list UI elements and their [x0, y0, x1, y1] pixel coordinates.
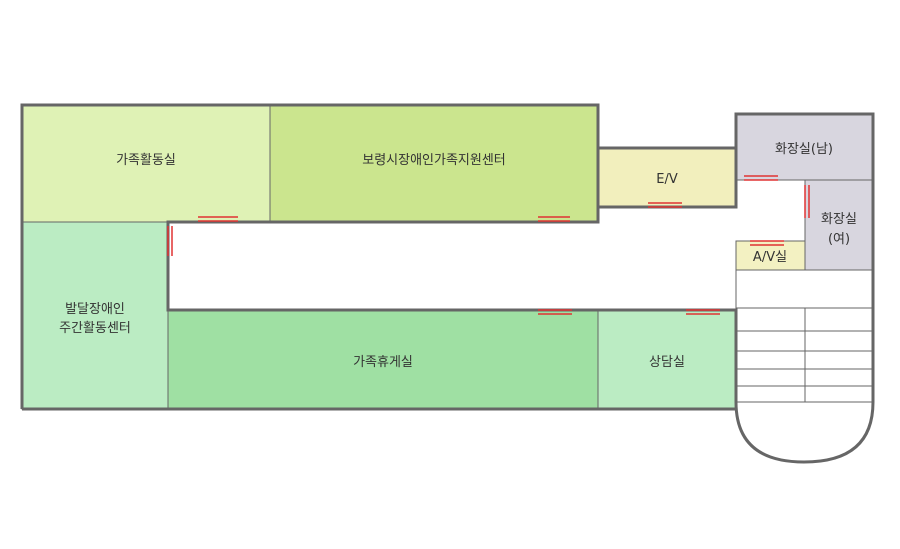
support-center-room[interactable]: [269, 104, 599, 223]
family-activity-room[interactable]: [21, 104, 271, 223]
restroom-female-sublabel: (여): [828, 232, 850, 247]
elevator-label: E/V: [656, 172, 678, 187]
family-lounge-room[interactable]: [167, 309, 599, 410]
stairwell: [735, 269, 874, 403]
family-activity-label: 가족활동실: [116, 153, 176, 168]
restroom-male-label: 화장실(남): [775, 142, 833, 157]
dev-center-room[interactable]: [21, 221, 169, 410]
av-room[interactable]: [735, 240, 806, 271]
counseling-label: 상담실: [649, 355, 685, 370]
restroom-male[interactable]: [735, 113, 874, 181]
family-lounge-label: 가족휴게실: [353, 355, 413, 370]
dev-center-label: 발달장애인: [65, 302, 125, 317]
restroom-female-label: 화장실: [821, 212, 857, 227]
door-marks: [167, 175, 810, 315]
restroom-female[interactable]: [804, 179, 874, 271]
dev-center-sublabel: 주간활동센터: [59, 321, 131, 336]
support-center-label: 보령시장애인가족지원센터: [362, 153, 506, 168]
av-room-label: A/V실: [753, 250, 787, 265]
